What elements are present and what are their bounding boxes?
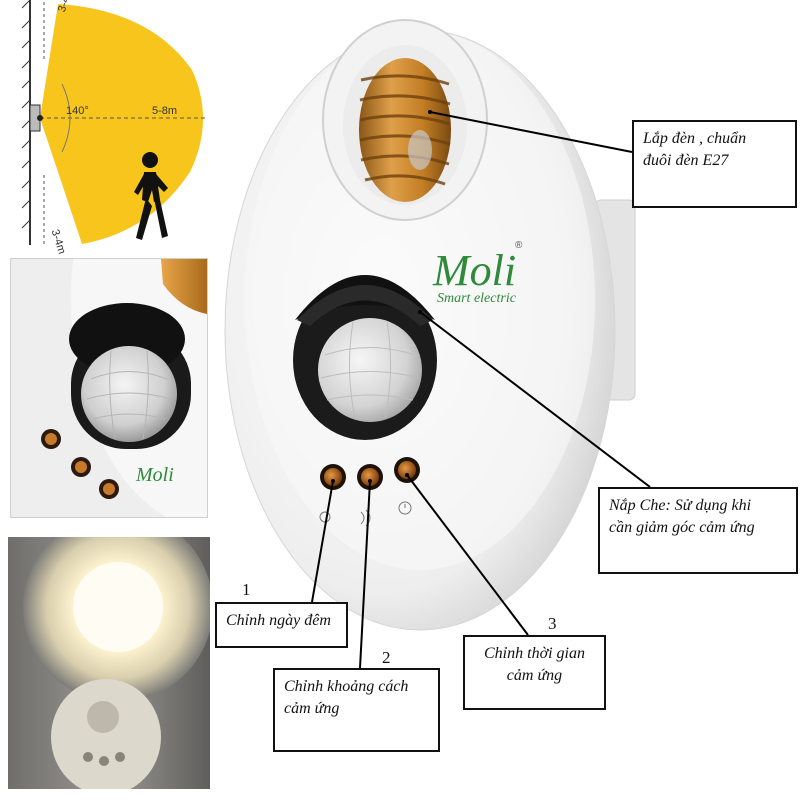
product-photo: Moli ® Smart electric: [215, 0, 655, 640]
closeup-photo: Moli: [10, 258, 208, 518]
callout-knob2: Chỉnh khoảng cách cảm ứng: [273, 668, 440, 752]
pir-sensor-lens: [318, 318, 422, 422]
callout-knob1: Chỉnh ngày đêm: [215, 602, 348, 648]
person-icon: [134, 152, 168, 240]
knob1-number: 1: [242, 580, 251, 599]
knob2-number: 2: [382, 648, 391, 667]
callout-socket: Lắp đèn , chuẩn đuôi đèn E27: [632, 120, 797, 208]
callout-knob3: Chỉnh thời gian cảm ứng: [463, 635, 606, 710]
pir-lens: [81, 346, 177, 442]
range-front-label: 5-8m: [152, 105, 178, 117]
timer-icon: [398, 501, 412, 515]
callout-cover: Nắp Che: Sử dụng khi cần giảm góc cảm ứn…: [598, 487, 798, 574]
svg-text:Moli: Moli: [135, 464, 174, 486]
svg-text:®: ®: [515, 240, 523, 251]
closeup-knobs: [41, 429, 119, 499]
detection-zone-diagram: 3-4m 140° 5-8m 3-4m: [0, 0, 215, 256]
knob3-number: 3: [548, 614, 557, 633]
angle-label: 140°: [66, 105, 89, 117]
lit-lamp-photo: [8, 537, 210, 789]
e27-socket: [359, 58, 451, 202]
adjustment-knobs: [320, 457, 420, 490]
svg-text:Smart electric: Smart electric: [437, 291, 517, 306]
brand-logo: Moli: [432, 246, 516, 295]
